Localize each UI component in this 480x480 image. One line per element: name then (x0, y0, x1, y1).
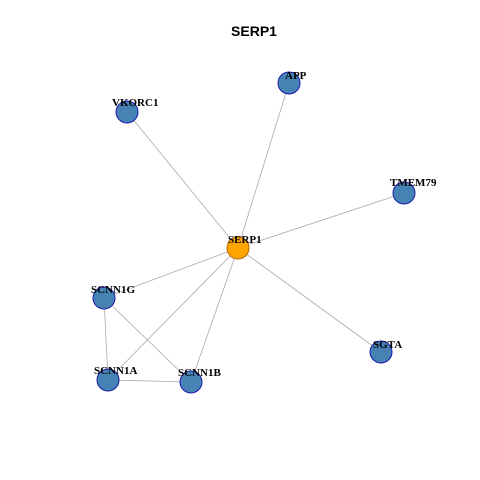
node-label-scnn1a: SCNN1A (94, 365, 137, 377)
edge-serp1-scnn1a (107, 247, 239, 381)
edge-scnn1a-scnn1b (107, 379, 192, 383)
node-label-scnn1g: SCNN1G (91, 284, 135, 296)
edges-layer (103, 82, 405, 383)
nodes-layer (92, 71, 416, 394)
edge-serp1-sgta (237, 247, 382, 353)
node-label-sgta: SGTA (373, 339, 402, 351)
diagram-title: SERP1 (231, 23, 277, 39)
node-vkorc1 (115, 100, 139, 124)
node-label-tmem79: TMEM79 (390, 177, 437, 189)
node-serp1 (226, 236, 250, 260)
node-sgta (369, 340, 393, 364)
node-label-serp1: SERP1 (228, 234, 262, 246)
node-label-scnn1b: SCNN1B (178, 367, 221, 379)
edge-serp1-vkorc1 (126, 111, 239, 249)
node-scnn1b (179, 370, 203, 394)
node-scnn1a (96, 368, 120, 392)
edge-serp1-scnn1g (103, 247, 239, 299)
edge-scnn1g-scnn1b (103, 297, 192, 383)
edge-serp1-app (237, 82, 290, 249)
node-app (277, 71, 301, 95)
edge-serp1-tmem79 (237, 192, 405, 249)
edge-scnn1g-scnn1a (103, 297, 109, 381)
node-tmem79 (392, 181, 416, 205)
node-label-vkorc1: VKORC1 (112, 97, 158, 109)
node-label-app: APP (285, 70, 307, 82)
node-scnn1g (92, 286, 116, 310)
edge-serp1-scnn1b (190, 247, 239, 383)
